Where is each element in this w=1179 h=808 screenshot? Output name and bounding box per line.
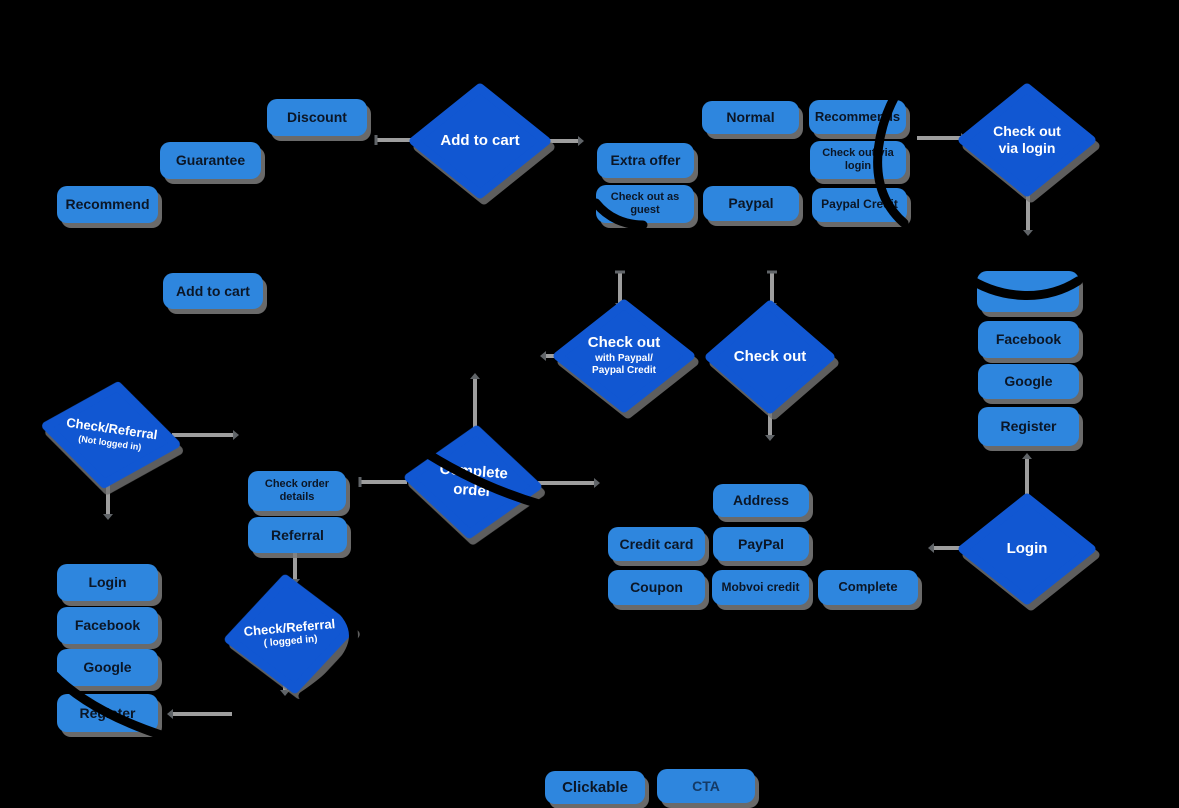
check-out-via-login-box-label: Check out via <box>822 147 894 160</box>
paypal-box-2-label: PayPal <box>738 535 784 552</box>
recommend-box: Recommend <box>57 186 158 223</box>
guarantee-box-label: Guarantee <box>175 152 246 169</box>
recommends-box-label: Recommends <box>814 108 901 124</box>
check-out-diamond-label: Check out <box>733 347 807 365</box>
referral-box: Referral <box>248 517 347 553</box>
check-order-details-box-label: Check order <box>264 478 330 491</box>
check-referral-logged-diamond: Check/Referral( logged in) <box>219 568 361 699</box>
paypal-box-label: Paypal <box>728 195 774 212</box>
check-out-diamond: Check out <box>705 300 835 414</box>
check-out-paypal-diamond-label: Check out <box>587 334 661 352</box>
mobvoi-credit-box: Mobvoi credit <box>712 570 809 605</box>
check-out-via-login-diamond-label: via login <box>998 140 1056 156</box>
paypal-credit-box-label: Paypal Credit <box>821 197 898 212</box>
referral-box-label: Referral <box>271 526 324 543</box>
check-out-as-guest-box-label: Check out as <box>610 191 680 204</box>
login-diamond: Login <box>958 493 1096 605</box>
extra-offer-box-label: Extra offer <box>610 152 681 169</box>
extra-offer-box: Extra offer <box>597 143 694 178</box>
paypal-credit-box: Paypal Credit <box>812 188 907 222</box>
login-box-left: Login <box>57 564 158 601</box>
facebook-box-left: Facebook <box>57 607 158 644</box>
register-box-right-label: Register <box>1000 418 1057 435</box>
register-box-left-label: Register <box>79 704 136 721</box>
address-box: Address <box>713 484 809 517</box>
legend-cta-box: CTA <box>657 769 755 803</box>
register-box-right: Register <box>978 407 1079 446</box>
recommend-box-label: Recommend <box>65 196 150 213</box>
google-box-left-label: Google <box>83 659 132 676</box>
google-box-right: Google <box>978 364 1079 399</box>
credit-card-box: Credit card <box>608 527 705 561</box>
check-out-via-login-diamond-label: Check out <box>993 122 1061 139</box>
recommends-box: Recommends <box>809 100 906 134</box>
coupon-box-label: Coupon <box>630 579 683 596</box>
complete-order-diamond-label: Complete <box>439 460 509 483</box>
covered-login-box <box>977 271 1079 312</box>
add-to-cart-diamond: Add to cart <box>409 83 551 199</box>
legend-clickable-box-label: Clickable <box>562 778 628 796</box>
coupon-box: Coupon <box>608 570 705 605</box>
add-to-cart-box-label: Add to cart <box>176 282 250 299</box>
credit-card-box-label: Credit card <box>619 535 694 552</box>
check-order-details-box-label: details <box>279 491 315 503</box>
facebook-box-right: Facebook <box>978 321 1079 358</box>
normal-box: Normal <box>702 101 799 134</box>
facebook-box-right-label: Facebook <box>995 331 1062 348</box>
paypal-box-2: PayPal <box>713 527 809 561</box>
add-to-cart-box: Add to cart <box>163 273 263 309</box>
check-out-paypal-diamond-label: with Paypal/ <box>595 352 653 364</box>
facebook-box-left-label: Facebook <box>74 617 141 634</box>
discount-box: Discount <box>267 99 367 136</box>
mobvoi-credit-box-label: Mobvoi credit <box>721 579 800 594</box>
register-box-left: Register <box>57 694 158 732</box>
login-diamond-label: Login <box>1006 539 1048 557</box>
check-out-paypal-diamond-label: Paypal Credit <box>592 365 656 377</box>
google-box-right-label: Google <box>1004 373 1053 390</box>
legend-cta-box-label: CTA <box>692 777 720 794</box>
normal-box-label: Normal <box>726 109 775 126</box>
check-out-as-guest-box-label: guest <box>630 204 660 216</box>
complete-box: Complete <box>818 570 918 605</box>
complete-box-label: Complete <box>838 579 898 595</box>
login-box-left-label: Login <box>88 574 127 591</box>
legend-clickable-box: Clickable <box>545 771 645 804</box>
paypal-box: Paypal <box>703 186 799 221</box>
guarantee-box: Guarantee <box>160 142 261 179</box>
address-box-label: Address <box>732 492 790 509</box>
check-out-via-login-box-label: login <box>844 160 872 172</box>
discount-box-label: Discount <box>287 109 347 126</box>
add-to-cart-diamond-label: Add to cart <box>440 131 520 149</box>
complete-order-diamond-label: order <box>452 480 493 501</box>
check-referral-not-logged-diamond: Check/Referral(Not logged in) <box>34 372 188 498</box>
google-box-left: Google <box>57 649 158 686</box>
